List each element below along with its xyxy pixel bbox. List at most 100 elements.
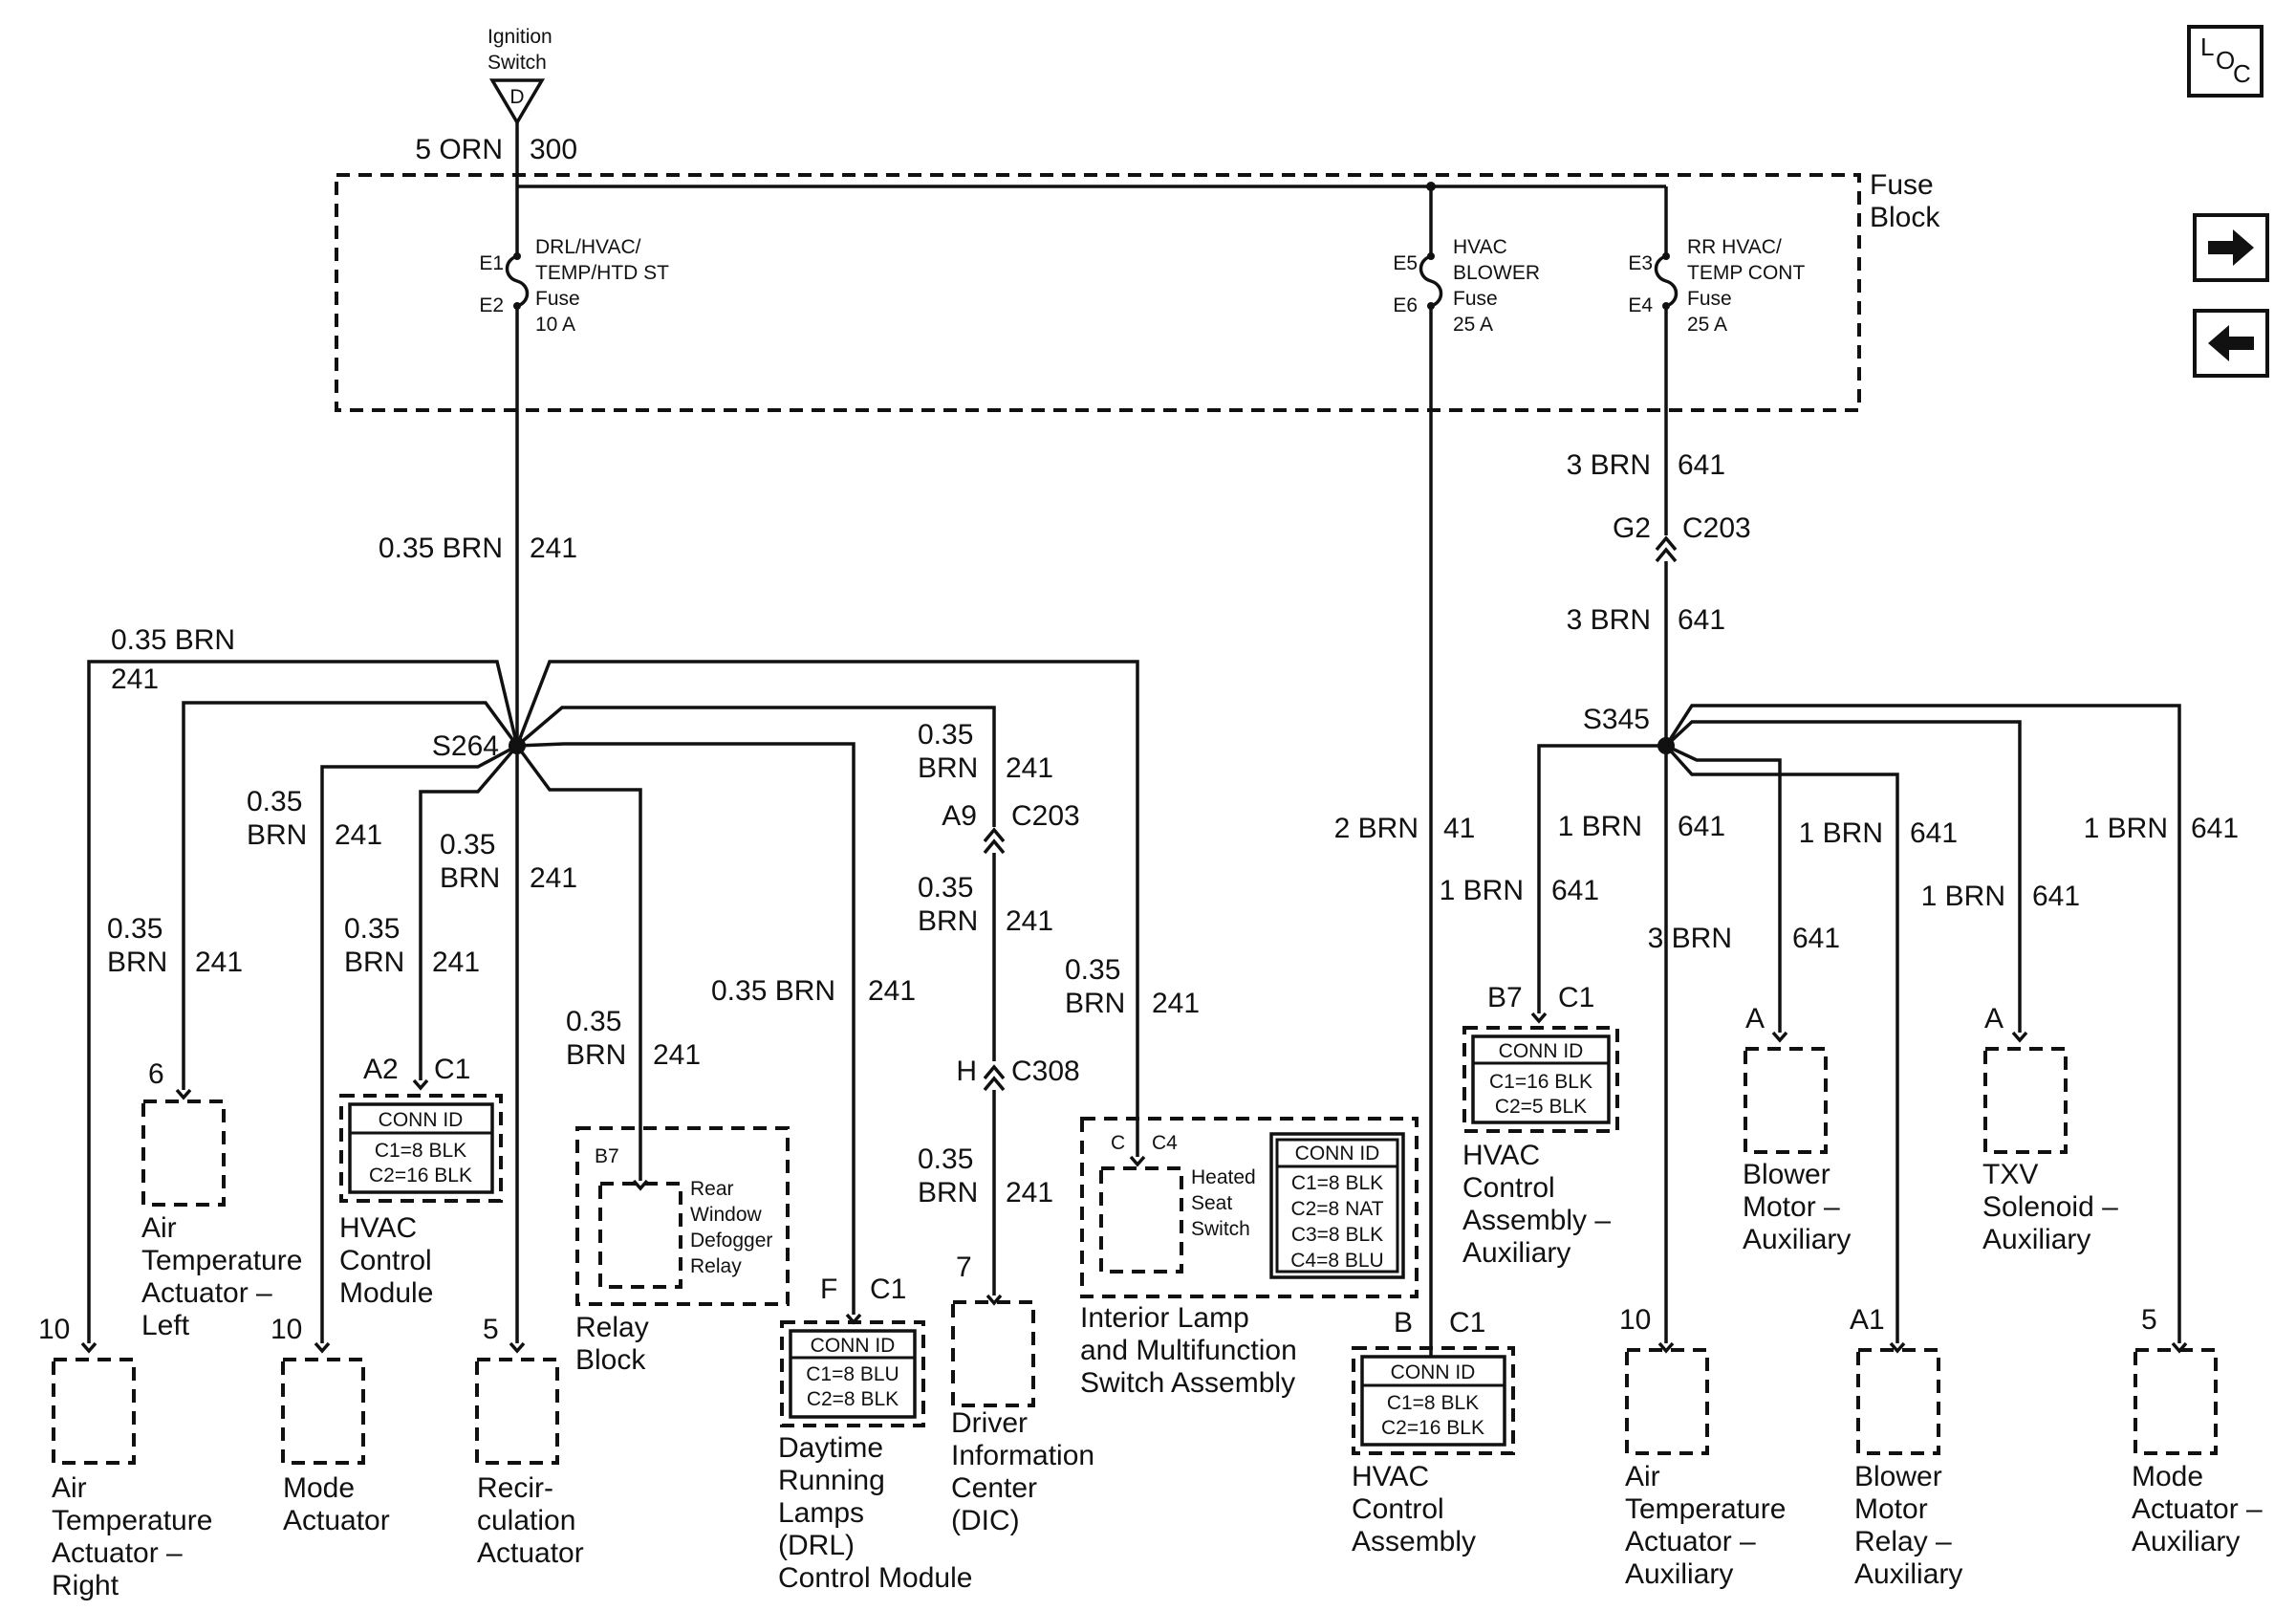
fuse-block-label-1: Fuse [1870, 169, 1934, 201]
component-blower-motor-auxiliary: A Blower Motor – Auxiliary [1743, 1003, 1851, 1255]
diagram-label: 641 [1678, 604, 1725, 636]
component-hvac-control-module: A2 C1 CONN ID C1=8 BLK C2=16 BLK HVAC Co… [339, 1054, 503, 1309]
diagram-label: Interior Lamp [1080, 1302, 1249, 1334]
diagram-label: C203 [1011, 800, 1080, 832]
diagram-label: Left [141, 1310, 190, 1341]
component-mode-actuator-auxiliary: 5 Mode Actuator – Auxiliary [2132, 1304, 2263, 1557]
diagram-label: Block [575, 1344, 646, 1376]
circuit-41: 2 BRN 41 [1334, 314, 1475, 1375]
diagram-label: Daytime [778, 1432, 883, 1464]
diagram-label: Heated [1191, 1166, 1256, 1188]
component-hvac-control-assembly: B C1 CONN ID C1=8 BLK C2=16 BLK HVAC Con… [1352, 1307, 1515, 1557]
ignition-label-1: Ignition [487, 26, 552, 48]
diagram-label: 25 A [1687, 314, 1727, 336]
ignition-pin: D [509, 86, 524, 108]
diagram-label: C1=8 BLK [1291, 1172, 1383, 1194]
fuse-block: Fuse Block E1 E2 DRL/HVAC/ TEMP/HTD ST F… [335, 169, 1940, 412]
connector-c203-icon [983, 827, 1006, 855]
diagram-label: HVAC [1462, 1140, 1540, 1171]
diagram-label: 1 BRN [1558, 811, 1642, 842]
fuse3-name-1: RR HVAC/ [1687, 236, 1782, 258]
diagram-label: 5 [483, 1314, 499, 1345]
diagram-label: 1 BRN [1440, 875, 1524, 906]
diagram-label: C2=8 NAT [1290, 1198, 1383, 1220]
diagram-label: 3 BRN [1567, 449, 1651, 481]
fuse3-name-2: TEMP CONT [1687, 262, 1805, 284]
diagram-label: A1 [1850, 1304, 1885, 1336]
diagram-label: Fuse [1687, 288, 1732, 310]
diagram-label: Blower [1854, 1461, 1942, 1492]
diagram-label: C [1111, 1132, 1125, 1154]
diagram-label: 641 [1551, 875, 1599, 906]
diagram-label: C1=8 BLU [806, 1363, 899, 1385]
diagram-label: 641 [1910, 817, 1958, 849]
diagram-label: C2=16 BLK [369, 1165, 472, 1186]
diagram-label: Control [1352, 1493, 1444, 1525]
diagram-label: C1=8 BLK [375, 1140, 466, 1162]
diagram-label: Relay – [1854, 1526, 1952, 1557]
diagram-label: 0.35 BRN [711, 975, 835, 1007]
diagram-label: G2 [1613, 512, 1651, 544]
diagram-label: 41 [1443, 813, 1475, 844]
component-interior-lamp-switch-assembly: C C4 Heated Seat Switch CONN ID C1=8 BLK… [1080, 1117, 1419, 1399]
component-air-temp-actuator-right: 10 Air Temperature Actuator – Right [38, 1314, 212, 1601]
branch-mode-aux: 1 BRN 641 [1664, 704, 2239, 1343]
fuse-icon [505, 249, 530, 314]
diagram-label: 241 [1006, 752, 1053, 784]
diagram-label: BRN [1065, 988, 1125, 1019]
diagram-label: Assembly [1352, 1526, 1476, 1557]
diagram-label: Window [690, 1204, 763, 1226]
fuse-drl-hvac: E1 E2 DRL/HVAC/ TEMP/HTD ST Fuse 10 A [479, 236, 669, 336]
diagram-label: 0.35 [918, 719, 973, 751]
diagram-label: C4=8 BLU [1290, 1250, 1383, 1272]
diagram-label: CONN ID [379, 1109, 464, 1131]
loc-button[interactable]: L O C [2187, 25, 2264, 98]
loc-icon: L [2200, 33, 2214, 61]
fuse-rr-hvac: E3 E4 RR HVAC/ TEMP CONT Fuse 25 A [1628, 236, 1805, 336]
diagram-label: E6 [1393, 294, 1418, 316]
diagram-label: Air [52, 1472, 87, 1504]
diagram-label: 241 [195, 947, 243, 978]
diagram-label: Actuator – [141, 1277, 272, 1309]
diagram-label: Defogger [690, 1230, 772, 1252]
diagram-label: B7 [1487, 982, 1523, 1013]
diagram-label: C1 [870, 1274, 906, 1305]
branch-air-temp-left: 0.35 BRN 241 [107, 701, 519, 1090]
diagram-label: 641 [1678, 811, 1725, 842]
diagram-label: 10 [271, 1314, 302, 1345]
diagram-label: Driver [951, 1407, 1028, 1439]
component-txv-solenoid-auxiliary: A TXV Solenoid – Auxiliary [1982, 1003, 2118, 1255]
diagram-label: 241 [653, 1039, 701, 1071]
diagram-label: Center [951, 1472, 1037, 1504]
diagram-label: C4 [1152, 1132, 1178, 1154]
next-page-button[interactable] [2193, 213, 2269, 282]
diagram-label: Seat [1191, 1192, 1232, 1214]
diagram-label: O [2216, 46, 2235, 75]
diagram-label: Solenoid – [1982, 1191, 2118, 1223]
fuse-icon [1419, 249, 1443, 314]
diagram-label: 7 [956, 1252, 972, 1283]
diagram-label: E2 [479, 294, 504, 316]
diagram-label: 641 [2191, 813, 2239, 844]
diagram-label: A9 [942, 800, 977, 832]
diagram-label: 10 [38, 1314, 70, 1345]
diagram-label: 1 BRN [1921, 881, 2005, 912]
diagram-label: BRN [247, 819, 307, 851]
ignition-switch: Ignition Switch D 5 ORN 300 [415, 26, 577, 186]
diagram-label: E5 [1393, 252, 1418, 274]
diagram-label: Actuator [283, 1505, 390, 1536]
circuit-641-trunk: 3 BRN 641 G2 C203 3 BRN 641 S345 [1567, 314, 1751, 754]
diagram-label: Lamps [778, 1497, 864, 1529]
diagram-label: 241 [432, 947, 480, 978]
component-drl-control-module: F C1 CONN ID C1=8 BLU C2=8 BLK Daytime R… [778, 1274, 972, 1594]
component-recirculation-actuator: 5 Recir- culation Actuator [475, 1314, 584, 1569]
diagram-label: 641 [1792, 923, 1840, 954]
prev-page-button[interactable] [2193, 309, 2269, 378]
diagram-label: Relay [690, 1255, 742, 1277]
diagram-label: E4 [1628, 294, 1653, 316]
diagram-label: BRN [918, 752, 978, 784]
diagram-label: HVAC [1352, 1461, 1429, 1492]
diagram-label: C [2233, 59, 2251, 88]
diagram-label: 0.35 [247, 786, 302, 817]
